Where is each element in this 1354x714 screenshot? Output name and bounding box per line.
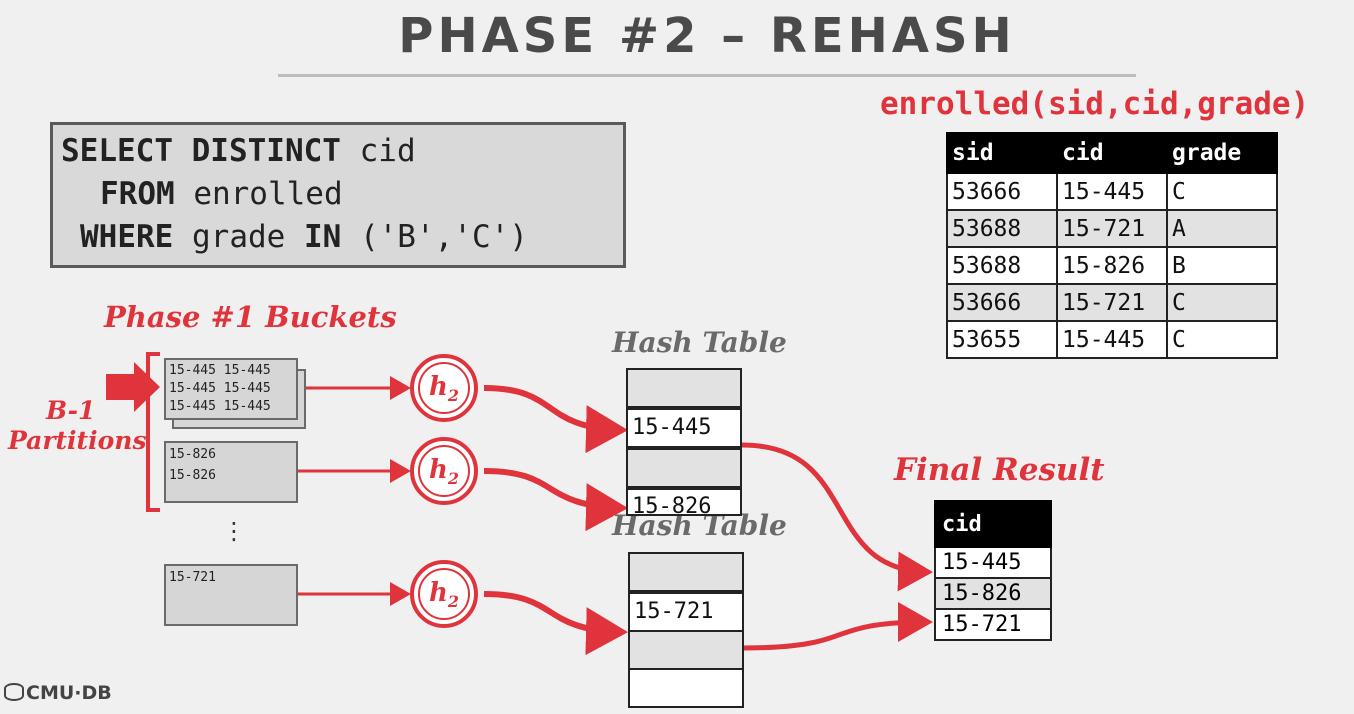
table-header-row: sid cid grade	[946, 132, 1278, 174]
table-cell: C	[1166, 320, 1278, 359]
table-cell: 53688	[946, 209, 1058, 248]
table-cell: 15-445	[1056, 172, 1168, 211]
sql-keyword: IN	[303, 219, 342, 255]
final-result-table: cid 15-445 15-826 15-721	[934, 500, 1052, 641]
page-title: PHASE #2 – REHASH	[398, 8, 1016, 64]
hash-function-icon: h2	[410, 560, 478, 628]
sql-query-box: SELECT DISTINCT cid FROM enrolled WHERE …	[50, 122, 626, 268]
table-row: 53688 15-721 A	[946, 209, 1278, 248]
title-underline	[278, 74, 1136, 77]
partitions-label: Partitions	[8, 426, 147, 455]
hash-table-slot	[628, 630, 744, 670]
sql-text: grade	[173, 219, 304, 255]
sql-line-1: SELECT DISTINCT cid	[61, 133, 416, 169]
hash-function-subscript: 2	[447, 592, 460, 612]
hash-table-label: Hash Table	[612, 326, 787, 359]
sql-line-3: WHERE grade IN ('B','C')	[80, 219, 528, 255]
hashtable1-to-result-arrow	[741, 442, 933, 592]
bucket-line: 15-445 15-445	[169, 363, 271, 378]
sql-text: enrolled	[174, 176, 343, 212]
h2-to-hashtable1b-arrow	[483, 468, 628, 532]
bucket-1: 15-445 15-445 15-445 15-445 15-445 15-44…	[164, 358, 298, 420]
table-row: 15-721	[934, 608, 1052, 641]
table-cell: 15-826	[934, 577, 1052, 610]
final-result-label: Final Result	[894, 452, 1105, 488]
table-row: 15-826	[934, 577, 1052, 610]
hash-function-icon: h2	[410, 354, 478, 422]
sql-text: cid	[340, 133, 416, 169]
sql-keyword: SELECT DISTINCT	[61, 133, 341, 169]
sql-line-2: FROM enrolled	[100, 176, 343, 212]
sql-text: ('B','C')	[341, 219, 528, 255]
column-header: cid	[1056, 132, 1168, 174]
table-cell: 53666	[946, 283, 1058, 322]
hash-table-slot	[628, 552, 744, 592]
h2-to-hashtable2-arrow	[483, 591, 628, 656]
column-header: grade	[1166, 132, 1278, 174]
table-row: 53655 15-445 C	[946, 320, 1278, 359]
bucket-3: 15-721	[164, 564, 298, 626]
hash-function-subscript: 2	[447, 469, 460, 489]
hash-function-label: h	[428, 578, 448, 608]
bucket-2: 15-826 15-826	[164, 441, 298, 503]
hash-table-slot	[628, 668, 744, 708]
sql-keyword: FROM	[100, 176, 175, 212]
table-row: 53666 15-445 C	[946, 172, 1278, 211]
hashtable2-to-result-arrow	[741, 602, 933, 651]
table-cell: 53666	[946, 172, 1058, 211]
table-cell: 15-826	[1056, 246, 1168, 285]
hash-function-icon: h2	[410, 437, 478, 505]
bucket-line: 15-721	[169, 570, 216, 585]
hash-table-slot	[626, 368, 742, 408]
sql-keyword: WHERE	[80, 219, 174, 255]
bucket-pointer-arrow	[106, 362, 160, 412]
ellipsis-icon: ⋮	[222, 517, 246, 545]
bucket-line: 15-826	[169, 447, 216, 462]
cmu-db-logo: CMU·DB	[4, 682, 112, 704]
schema-label: enrolled(sid,cid,grade)	[880, 86, 1310, 122]
hash-table-slot: 15-826	[626, 488, 742, 519]
table-cell: C	[1166, 172, 1278, 211]
logo-icon	[4, 683, 24, 701]
column-header: sid	[946, 132, 1058, 174]
enrolled-table: sid cid grade 53666 15-445 C 53688 15-72…	[946, 132, 1278, 359]
table-cell: 53688	[946, 246, 1058, 285]
table-cell: 15-721	[1056, 209, 1168, 248]
table-cell: 15-445	[934, 546, 1052, 579]
hash-function-label: h	[428, 372, 448, 402]
table-header-row: cid	[934, 500, 1052, 548]
table-cell: 15-721	[934, 608, 1052, 641]
table-cell: B	[1166, 246, 1278, 285]
hash-function-subscript: 2	[447, 386, 460, 406]
h2-to-hashtable1-arrow	[483, 385, 628, 454]
table-row: 15-445	[934, 546, 1052, 579]
bucket-line: 15-826	[169, 468, 216, 483]
b1-label: B-1	[46, 396, 96, 425]
table-cell: 15-445	[1056, 320, 1168, 359]
phase1-buckets-label: Phase #1 Buckets	[104, 300, 397, 334]
bucket-line: 15-445 15-445	[169, 381, 271, 396]
column-header: cid	[934, 500, 1052, 548]
table-cell: 15-721	[1056, 283, 1168, 322]
hash-table-slot: 15-445	[626, 408, 742, 448]
table-cell: 53655	[946, 320, 1058, 359]
bucket-line: 15-445 15-445	[169, 399, 271, 414]
hash-table-slot: 15-721	[628, 592, 744, 632]
table-cell: C	[1166, 283, 1278, 322]
table-row: 53666 15-721 C	[946, 283, 1278, 322]
logo-text: CMU·DB	[26, 682, 112, 704]
partitions-bracket	[146, 352, 160, 512]
table-row: 53688 15-826 B	[946, 246, 1278, 285]
hash-function-label: h	[428, 455, 448, 485]
table-cell: A	[1166, 209, 1278, 248]
hash-table-slot	[626, 448, 742, 488]
